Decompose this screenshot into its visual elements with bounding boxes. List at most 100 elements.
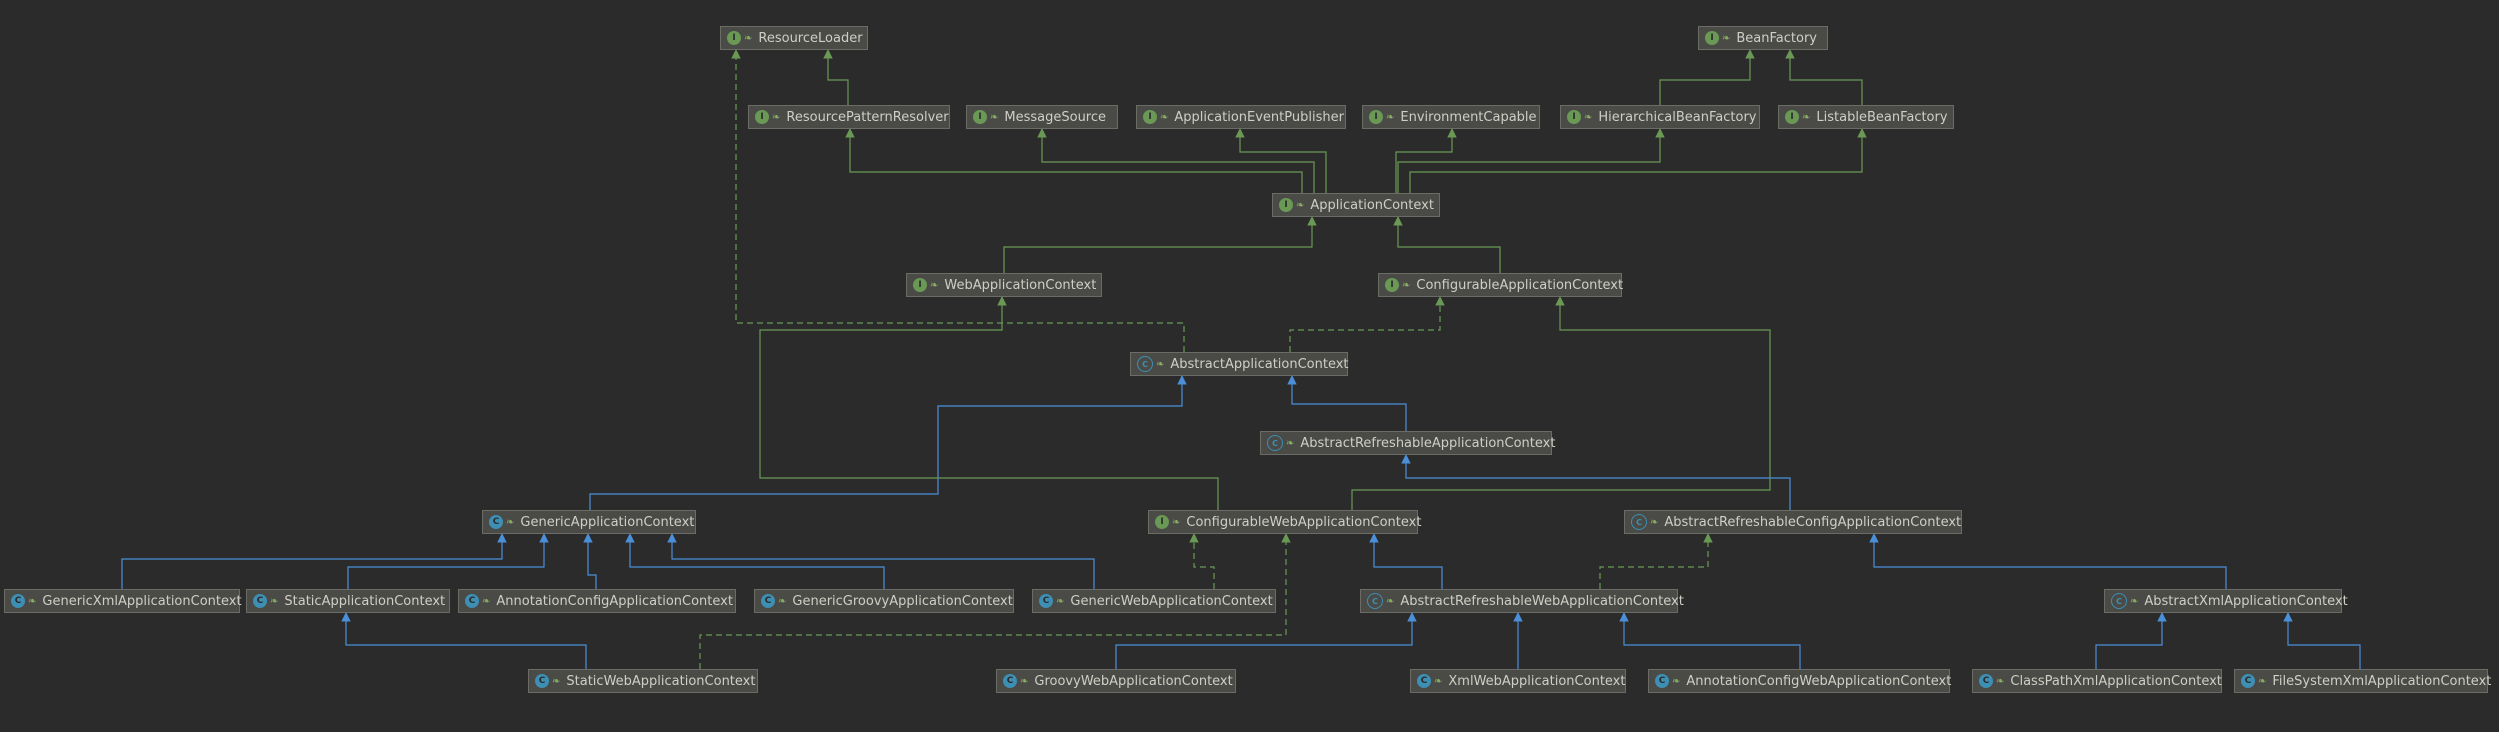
- node-label: GenericApplicationContext: [520, 514, 695, 530]
- class-icon: C: [11, 594, 25, 608]
- leaf-icon: ❧: [552, 675, 561, 687]
- edge-ListableBeanFactory-to-BeanFactory: [1785, 49, 1863, 105]
- leaf-icon: ❧: [1996, 675, 2005, 687]
- abstract-class-icon: C: [1631, 514, 1647, 530]
- leaf-icon: ❧: [1434, 675, 1443, 687]
- node-StaticWebApplicationContext[interactable]: C❧StaticWebApplicationContext: [528, 669, 758, 693]
- node-GenericGroovyApplicationContext[interactable]: C❧GenericGroovyApplicationContext: [754, 589, 1014, 613]
- edge-GenericWebApplicationContext-to-GenericApplicationContext: [667, 533, 1095, 589]
- edge-AbstractApplicationContext-to-ResourceLoader: [731, 49, 1185, 352]
- leaf-icon: ❧: [1584, 111, 1593, 123]
- node-FileSystemXmlApplicationContext[interactable]: C❧ FileSystemXmlApplicationContext: [2234, 669, 2492, 693]
- node-ListableBeanFactory[interactable]: I❧ListableBeanFactory: [1778, 105, 1954, 129]
- interface-icon: I: [1567, 110, 1581, 124]
- interface-icon: I: [1785, 110, 1799, 124]
- node-HierarchicalBeanFactory[interactable]: I❧ HierarchicalBeanFactory: [1560, 105, 1760, 129]
- node-AbstractRefreshableWebApplicationContext[interactable]: C❧AbstractRefreshableWebApplicationConte…: [1360, 589, 1684, 613]
- class-icon: C: [2241, 674, 2255, 688]
- leaf-icon: ❧: [1286, 437, 1295, 449]
- node-ResourceLoader[interactable]: I❧ResourceLoader: [720, 26, 868, 50]
- class-icon: C: [1039, 594, 1053, 608]
- node-AbstractRefreshableApplicationContext[interactable]: C❧AbstractRefreshableApplicationContext: [1260, 431, 1555, 455]
- edge-ConfigurableWebApplicationContext-to-WebApplicationContext: [759, 296, 1219, 510]
- node-label: ApplicationEventPublisher: [1174, 109, 1344, 125]
- node-GroovyWebApplicationContext[interactable]: C❧ GroovyWebApplicationContext: [996, 669, 1236, 693]
- node-ConfigurableWebApplicationContext[interactable]: I❧ConfigurableWebApplicationContext: [1148, 510, 1422, 534]
- node-GenericXmlApplicationContext[interactable]: C❧GenericXmlApplicationContext: [4, 589, 242, 613]
- node-label: AbstractRefreshableConfigApplicationCont…: [1664, 514, 1962, 530]
- edge-ApplicationContext-to-EnvironmentCapable: [1395, 128, 1457, 193]
- edge-ApplicationContext-to-MessageSource: [1037, 128, 1315, 193]
- edge-ApplicationContext-to-ResourcePatternResolver: [845, 128, 1303, 193]
- edge-AbstractApplicationContext-to-ConfigurableApplicationContext: [1289, 296, 1445, 352]
- node-label: AbstractXmlApplicationContext: [2144, 593, 2348, 609]
- node-AbstractApplicationContext[interactable]: C❧ AbstractApplicationContext: [1130, 352, 1349, 376]
- edge-AnnotationConfigApplicationContext-to-GenericApplicationContext: [583, 533, 597, 589]
- node-GenericApplicationContext[interactable]: C❧GenericApplicationContext: [482, 510, 696, 534]
- node-ApplicationContext[interactable]: I❧ApplicationContext: [1272, 193, 1440, 217]
- leaf-icon: ❧: [744, 32, 753, 44]
- node-label: BeanFactory: [1736, 30, 1817, 46]
- node-label: ConfigurableApplicationContext: [1416, 277, 1624, 293]
- interface-icon: I: [1279, 198, 1293, 212]
- node-EnvironmentCapable[interactable]: I❧EnvironmentCapable: [1362, 105, 1540, 129]
- interface-icon: I: [1143, 110, 1157, 124]
- class-icon: C: [1003, 674, 1017, 688]
- edge-GenericGroovyApplicationContext-to-GenericApplicationContext: [625, 533, 885, 589]
- leaf-icon: ❧: [1156, 358, 1165, 370]
- node-ConfigurableApplicationContext[interactable]: I❧ConfigurableApplicationContext: [1378, 273, 1624, 297]
- node-StaticApplicationContext[interactable]: C❧StaticApplicationContext: [246, 589, 450, 613]
- class-icon: C: [535, 674, 549, 688]
- interface-icon: I: [973, 110, 987, 124]
- node-MessageSource[interactable]: I❧MessageSource: [966, 105, 1118, 129]
- edge-StaticWebApplicationContext-to-ConfigurableWebApplicationContext: [699, 533, 1291, 669]
- node-label: GroovyWebApplicationContext: [1034, 673, 1233, 689]
- leaf-icon: ❧: [930, 279, 939, 291]
- node-label: AbstractApplicationContext: [1170, 356, 1349, 372]
- leaf-icon: ❧: [1672, 675, 1681, 687]
- edge-ApplicationContext-to-HierarchicalBeanFactory: [1397, 128, 1665, 193]
- node-label: GenericXmlApplicationContext: [42, 593, 242, 609]
- node-label: ResourcePatternResolver: [786, 109, 949, 125]
- node-ClassPathXmlApplicationContext[interactable]: C❧ ClassPathXmlApplicationContext: [1972, 669, 2222, 693]
- edge-ConfigurableApplicationContext-to-ApplicationContext: [1393, 216, 1501, 273]
- node-XmlWebApplicationContext[interactable]: C❧XmlWebApplicationContext: [1410, 669, 1626, 693]
- node-label: ClassPathXmlApplicationContext: [2010, 673, 2222, 689]
- node-label: FileSystemXmlApplicationContext: [2272, 673, 2492, 689]
- abstract-class-icon: C: [1137, 356, 1153, 372]
- abstract-class-icon: C: [2111, 593, 2127, 609]
- leaf-icon: ❧: [2130, 595, 2139, 607]
- edge-AbstractRefreshableApplicationContext-to-AbstractApplicationContext: [1287, 375, 1407, 431]
- node-label: StaticApplicationContext: [284, 593, 446, 609]
- node-AnnotationConfigWebApplicationContext[interactable]: C❧AnnotationConfigWebApplicationContext: [1648, 669, 1951, 693]
- node-label: EnvironmentCapable: [1400, 109, 1537, 125]
- leaf-icon: ❧: [1020, 675, 1029, 687]
- leaf-icon: ❧: [1386, 595, 1395, 607]
- class-icon: C: [761, 594, 775, 608]
- interface-icon: I: [1705, 31, 1719, 45]
- node-AnnotationConfigApplicationContext[interactable]: C❧AnnotationConfigApplicationContext: [458, 589, 736, 613]
- edge-ResourcePatternResolver-to-ResourceLoader: [823, 49, 849, 105]
- class-icon: C: [1417, 674, 1431, 688]
- node-ResourcePatternResolver[interactable]: I❧ResourcePatternResolver: [748, 105, 950, 129]
- node-BeanFactory[interactable]: I❧BeanFactory: [1698, 26, 1828, 50]
- edge-AbstractXmlApplicationContext-to-AbstractRefreshableConfigApplicationContext: [1869, 533, 2227, 589]
- leaf-icon: ❧: [1386, 111, 1395, 123]
- class-icon: C: [1979, 674, 1993, 688]
- leaf-icon: ❧: [2258, 675, 2267, 687]
- interface-icon: I: [727, 31, 741, 45]
- edge-FileSystemXmlApplicationContext-to-AbstractXmlApplicationContext: [2283, 612, 2361, 669]
- node-label: ConfigurableWebApplicationContext: [1186, 514, 1422, 530]
- edge-AnnotationConfigWebApplicationContext-to-AbstractRefreshableWebApplicationContext: [1619, 612, 1801, 669]
- node-GenericWebApplicationContext[interactable]: C❧GenericWebApplicationContext: [1032, 589, 1276, 613]
- node-AbstractXmlApplicationContext[interactable]: C❧ AbstractXmlApplicationContext: [2104, 589, 2348, 613]
- node-label: HierarchicalBeanFactory: [1598, 109, 1757, 125]
- node-WebApplicationContext[interactable]: I❧WebApplicationContext: [906, 273, 1102, 297]
- node-AbstractRefreshableConfigApplicationContext[interactable]: C❧AbstractRefreshableConfigApplicationCo…: [1624, 510, 1962, 534]
- interface-icon: I: [913, 278, 927, 292]
- edge-StaticApplicationContext-to-GenericApplicationContext: [347, 533, 549, 589]
- leaf-icon: ❧: [1172, 516, 1181, 528]
- abstract-class-icon: C: [1367, 593, 1383, 609]
- node-ApplicationEventPublisher[interactable]: I❧ApplicationEventPublisher: [1136, 105, 1346, 129]
